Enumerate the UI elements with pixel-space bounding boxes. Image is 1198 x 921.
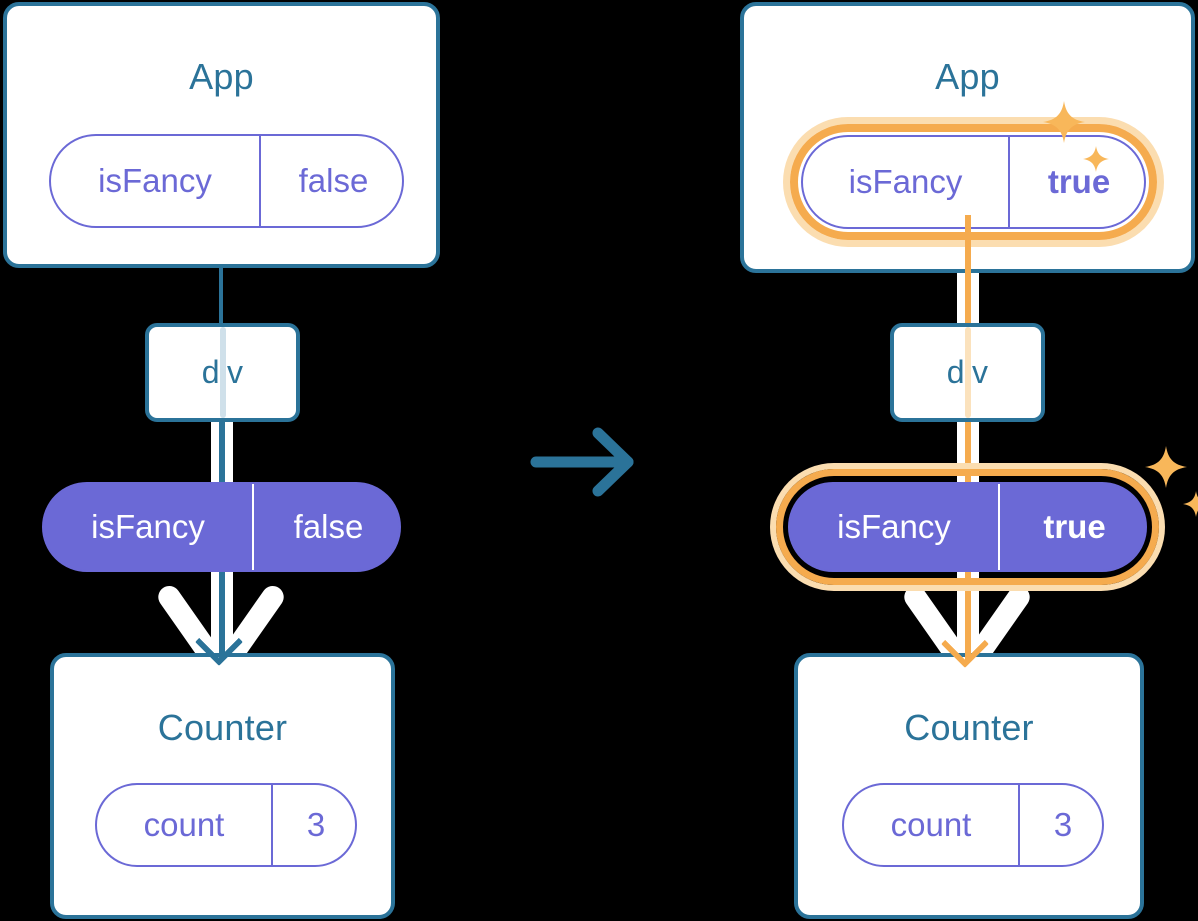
props-pill-value: false xyxy=(252,484,399,570)
wire-through-div xyxy=(964,327,971,418)
state-pill-app-isfancy[interactable]: isFancy false xyxy=(49,134,404,228)
state-pill-name: count xyxy=(890,806,972,843)
state-pill-value: true xyxy=(1008,137,1144,227)
component-box-counter: Counter count 3 xyxy=(50,653,395,919)
component-title-app: App xyxy=(189,56,254,97)
sparkle-large-app xyxy=(1042,100,1086,149)
panel-before: App isFancy false div isFancy false xyxy=(3,2,440,919)
component-box-div: div xyxy=(890,323,1045,422)
state-pill-name: isFancy xyxy=(98,162,212,199)
wire-app-to-div xyxy=(965,215,971,330)
state-pill-value: 3 xyxy=(271,785,355,865)
state-pill-value: false xyxy=(259,136,402,226)
wire-props-to-counter xyxy=(965,572,971,662)
component-title-app: App xyxy=(935,56,1000,97)
state-pill-value: 3 xyxy=(1018,785,1102,865)
state-pill-name: isFancy xyxy=(848,163,963,200)
transition-arrow xyxy=(530,425,645,500)
sparkle-icon xyxy=(1183,491,1198,517)
props-pill-isfancy[interactable]: isFancy true xyxy=(788,482,1147,572)
component-box-div: div xyxy=(145,323,300,422)
props-pill-name: isFancy xyxy=(91,508,205,545)
panel-after: App isFancy true div xyxy=(599,0,1198,921)
sparkle-icon xyxy=(1043,101,1085,143)
sparkle-small-app xyxy=(1082,145,1110,178)
component-box-counter: Counter count 3 xyxy=(794,653,1144,919)
wire-app-to-div xyxy=(219,268,223,326)
sparkle-icon xyxy=(1083,146,1109,172)
props-pill-value: true xyxy=(998,484,1145,570)
state-pill-counter-count[interactable]: count 3 xyxy=(95,783,357,867)
wire-props-to-counter xyxy=(219,570,225,660)
component-title-counter: Counter xyxy=(904,707,1034,748)
highlight-ring-app-state xyxy=(790,124,1157,240)
wire-div-to-props xyxy=(219,420,225,490)
props-pill-name: isFancy xyxy=(837,508,951,545)
sparkle-large-props xyxy=(1144,445,1188,494)
sparkle-small-props xyxy=(1182,490,1198,523)
wire-through-div xyxy=(219,327,226,418)
props-pill-isfancy[interactable]: isFancy false xyxy=(42,482,401,572)
state-pill-app-isfancy[interactable]: isFancy true xyxy=(801,135,1146,229)
wire-div-to-props xyxy=(965,420,971,490)
highlight-ring-props xyxy=(776,469,1159,585)
state-pill-name: count xyxy=(143,806,225,843)
component-title-counter: Counter xyxy=(157,707,288,748)
arrow-right-icon xyxy=(530,427,634,497)
sparkle-icon xyxy=(1145,446,1187,488)
component-box-app: App isFancy false xyxy=(3,2,440,268)
state-pill-counter-count[interactable]: count 3 xyxy=(842,783,1104,867)
